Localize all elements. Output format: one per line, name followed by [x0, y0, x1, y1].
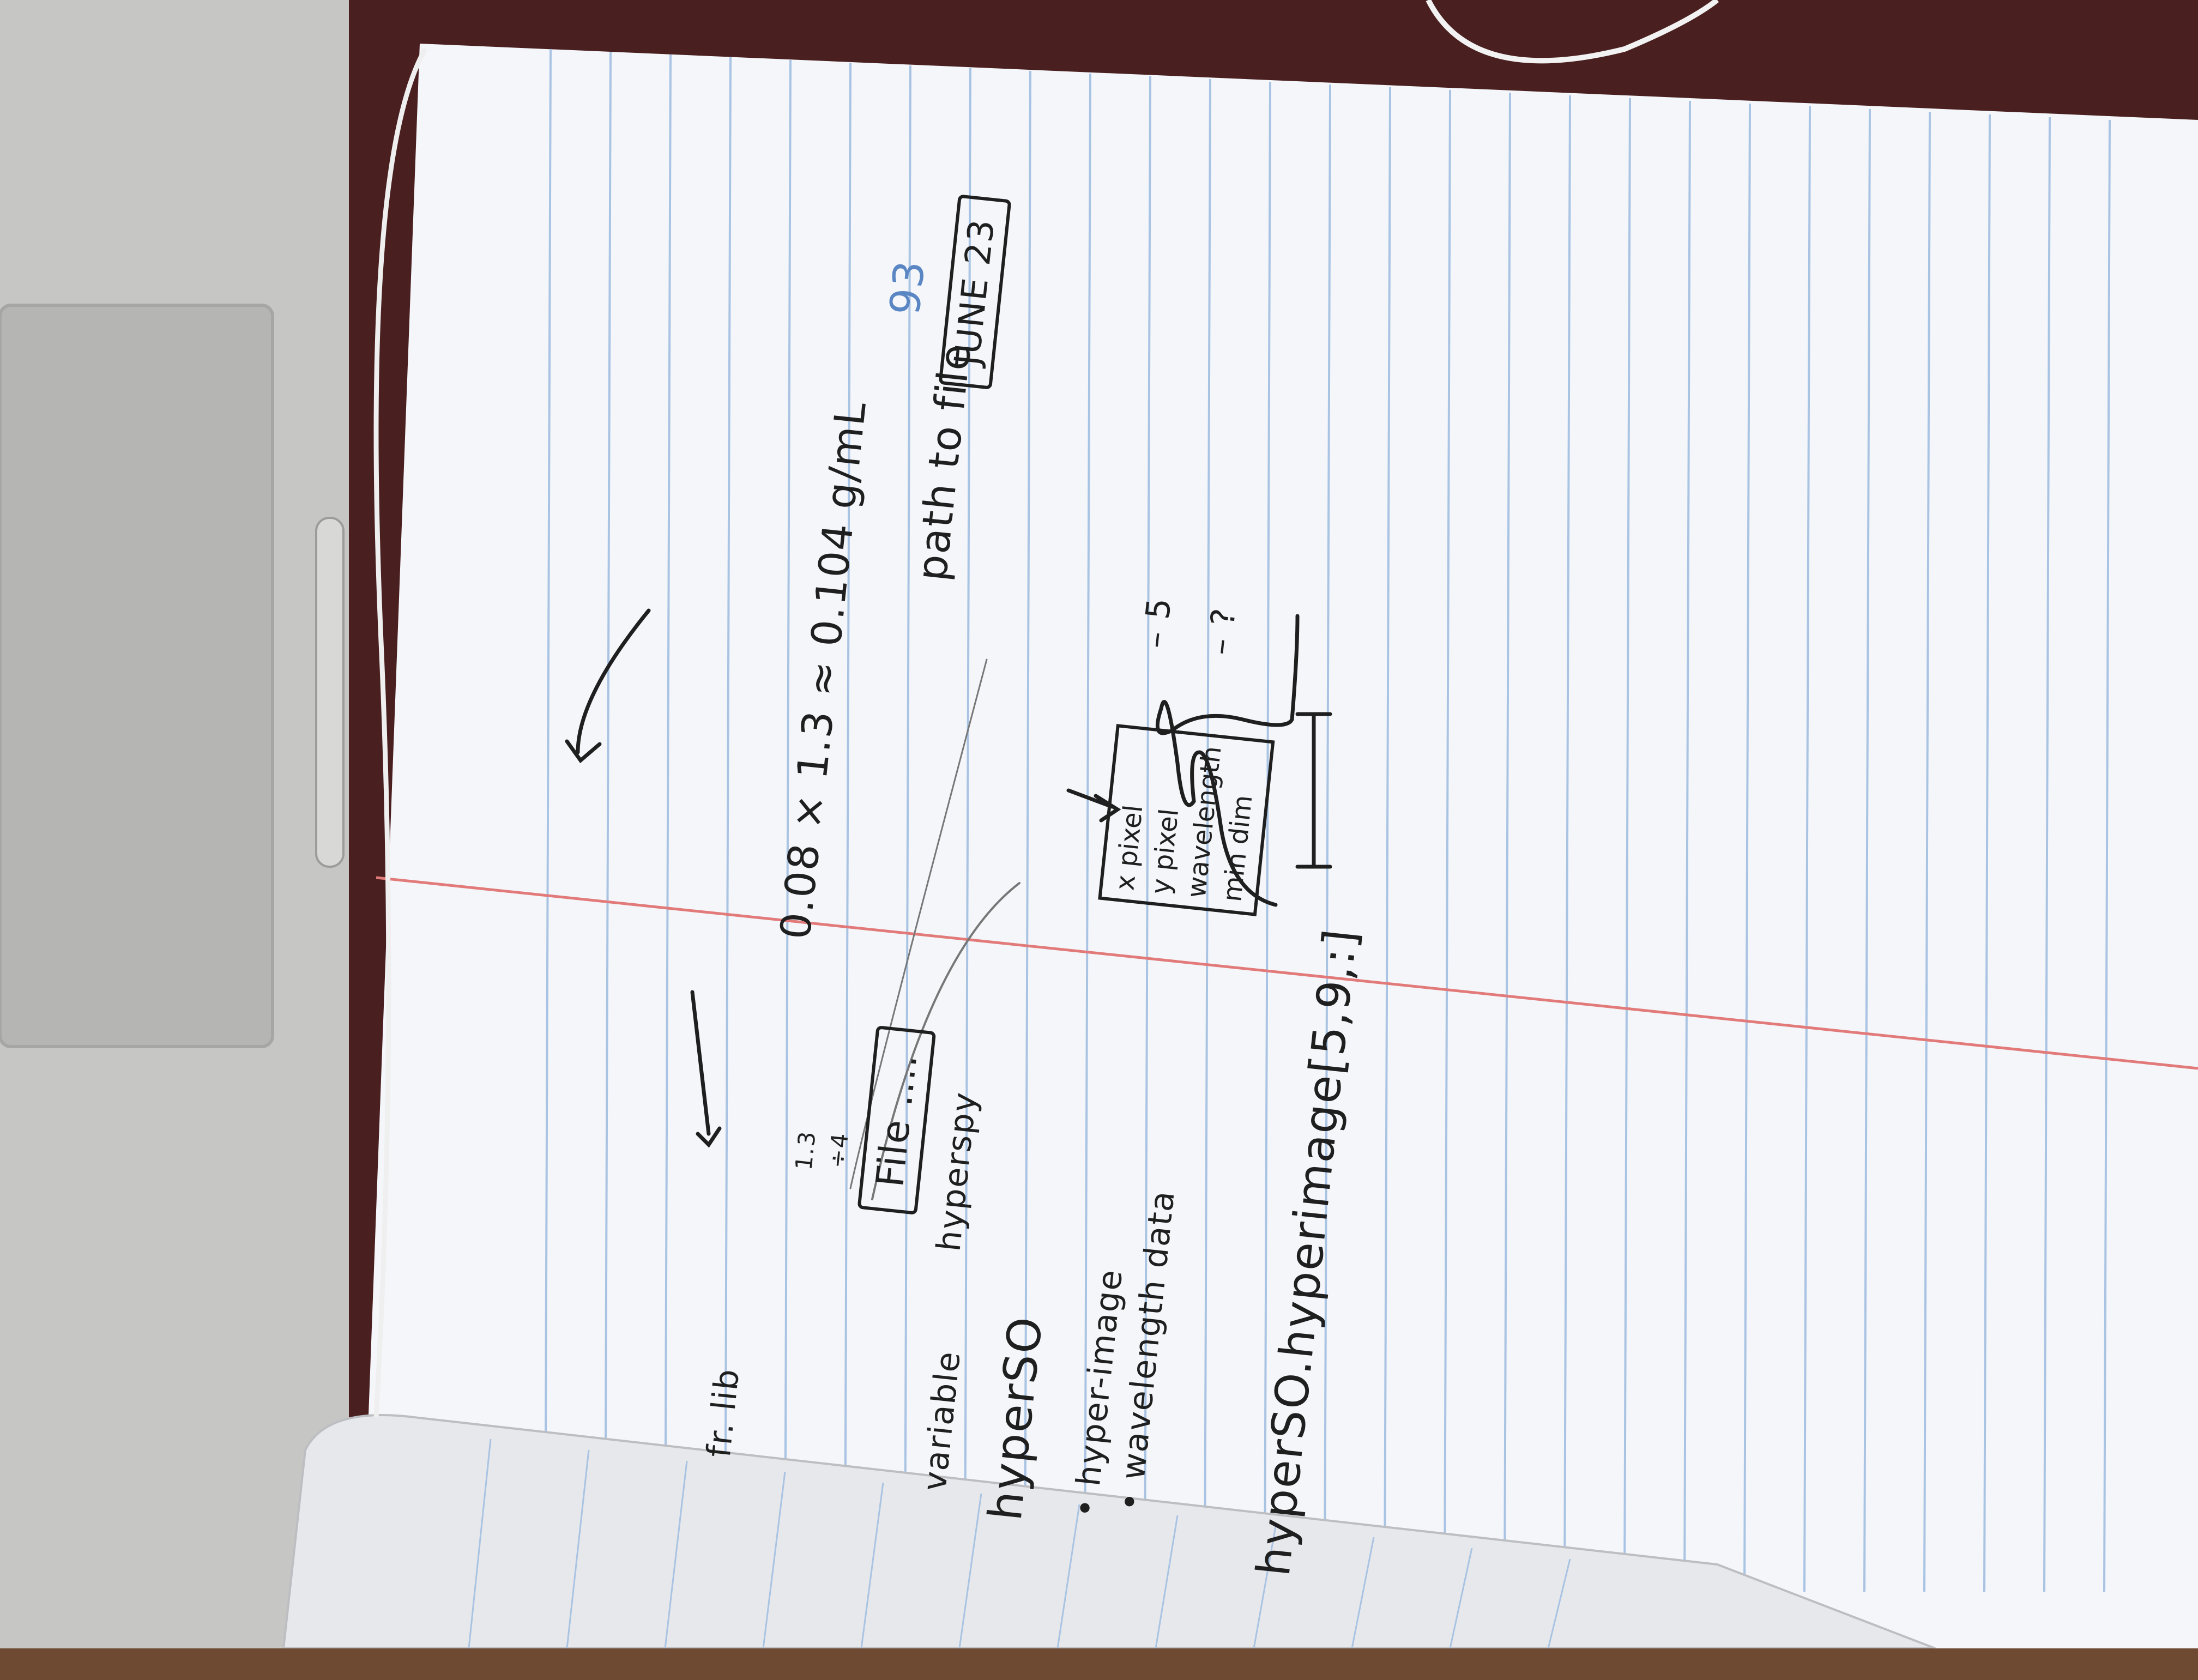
margin-line [376, 876, 2198, 1070]
handwriting-layer: 93 JUNE 23 0.08 × 1.3 ≈ 0.104 g/mL 1.3 ÷… [665, 173, 1734, 1679]
hyperspy-arrow-label: hyperspy [929, 1090, 985, 1253]
laptop-trackpad [0, 304, 274, 1048]
fraction-bottom: ÷4 [823, 1131, 854, 1170]
curve-line [871, 882, 1020, 1200]
arrow-hyperspy [690, 990, 711, 1136]
arrowhead-path [565, 739, 602, 764]
arrowhead-hyperspy [696, 1126, 722, 1148]
file-box: File .... [857, 1025, 937, 1215]
cable [1426, 0, 1719, 64]
path-to-file-note: path to file [907, 341, 981, 583]
cable [373, 47, 427, 1418]
spectrum-sketch [1155, 614, 1300, 907]
scale-bar [1295, 712, 1332, 869]
code-line: hyperSO.hyperimage[5,9,:] [1246, 926, 1368, 1579]
pixel-box: x pixel y pixel wavelength min dim [1098, 724, 1275, 916]
arrowhead-spectrum [1094, 794, 1121, 823]
arrow-path-to-file [576, 608, 651, 754]
pixel-note-unknown: – ? [1200, 606, 1244, 657]
header-note: fr. lib [699, 1366, 747, 1459]
variable-label: variable [915, 1349, 968, 1493]
pixel-note-5: – 5 [1136, 595, 1179, 650]
ruled-lines [544, 49, 2111, 1592]
density-calculation: 0.08 × 1.3 ≈ 0.104 g/mL [770, 398, 876, 942]
hyper-variable: hyperSO [978, 1313, 1053, 1523]
curled-page [282, 1414, 1936, 1648]
notebook-page [360, 44, 2198, 1648]
arrow-to-spectrum [1066, 788, 1114, 809]
page-number: 93 [880, 257, 934, 317]
ink-sketches [565, 608, 1332, 1200]
fraction-top: 1.3 [790, 1129, 821, 1172]
curve-line-2 [849, 658, 988, 1189]
laptop-hinge [315, 517, 345, 868]
curled-page-lines [468, 1439, 1571, 1648]
